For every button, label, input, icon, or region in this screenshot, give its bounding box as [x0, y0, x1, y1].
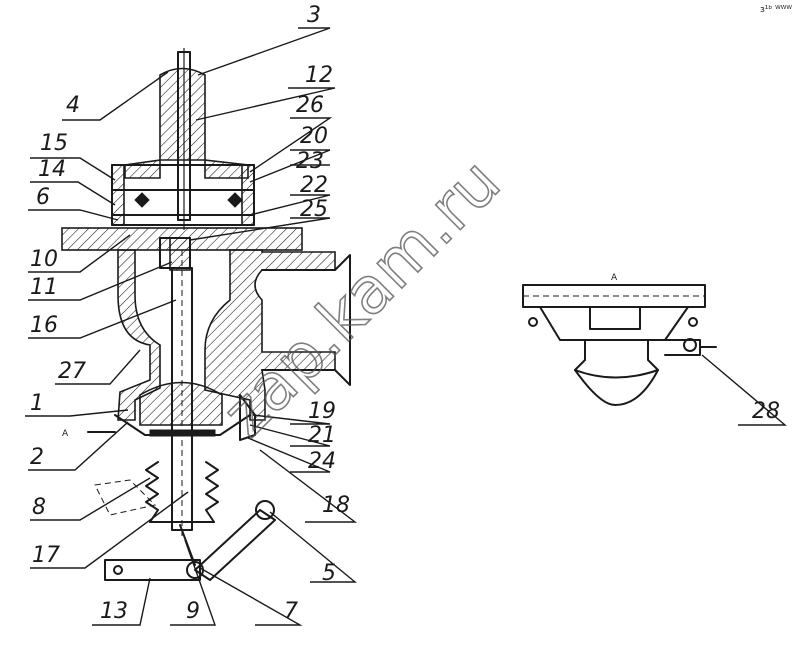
corner-mark: з¹ᵇ ᵂᵂᵂ [760, 5, 792, 15]
callout-22: 22 [300, 173, 328, 198]
callout-1: 1 [30, 391, 44, 416]
view-label-a: А [611, 273, 618, 283]
callout-10: 10 [30, 247, 58, 272]
lever-pivot-upper [255, 500, 275, 520]
callout-20: 20 [300, 124, 328, 149]
callout-15: 15 [40, 131, 68, 156]
callout-18: 18 [322, 493, 350, 518]
callout-8: 8 [32, 495, 46, 520]
callout-13: 13 [100, 599, 128, 624]
callout-labels: 3 12 4 26 15 20 23 14 22 6 25 10 11 16 2… [30, 3, 780, 624]
callout-19: 19 [308, 399, 336, 424]
leader-lines [25, 27, 787, 626]
callout-28: 28 [752, 399, 780, 424]
callout-17: 17 [32, 543, 60, 568]
callout-16: 16 [30, 313, 58, 338]
callout-24: 24 [308, 449, 336, 474]
callout-12: 12 [305, 63, 333, 88]
callout-27: 27 [58, 359, 86, 384]
assembly-section-view [61, 48, 351, 581]
callout-9: 9 [186, 599, 200, 624]
callout-14: 14 [38, 157, 66, 182]
callout-21: 21 [308, 423, 336, 448]
bellows [145, 461, 219, 523]
callout-7: 7 [284, 599, 298, 624]
callout-26: 26 [296, 93, 324, 118]
callout-6: 6 [36, 185, 50, 210]
lever-arm [104, 559, 201, 581]
callout-11: 11 [30, 275, 58, 300]
callout-2: 2 [30, 445, 44, 470]
callout-5: 5 [322, 561, 336, 586]
callout-25: 25 [300, 197, 328, 222]
detail-view-a [522, 284, 717, 406]
callout-3: 3 [307, 3, 321, 28]
callout-4: 4 [66, 93, 80, 118]
upper-housing [124, 67, 249, 179]
section-mark-a: А [62, 429, 69, 439]
callout-23: 23 [296, 149, 324, 174]
